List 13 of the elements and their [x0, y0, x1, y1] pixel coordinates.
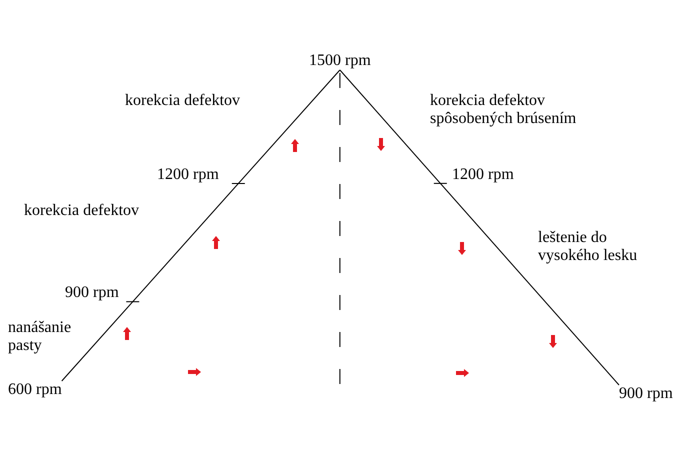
annotation-text: nanášanie pasty: [8, 319, 72, 355]
annotation-text: korekcia defektov: [125, 92, 240, 110]
annotation-text: korekcia defektov: [24, 202, 140, 220]
annotation-text: 1200 rpm: [452, 166, 514, 184]
annotation-text: leštenie do vysokého lesku: [538, 229, 638, 265]
annotation-text: 900 rpm: [65, 284, 119, 302]
annotation-text: 1200 rpm: [157, 166, 219, 184]
speed-label: 600 rpm: [8, 381, 62, 399]
slope-line: [61, 70, 340, 382]
speed-label: 900 rpm: [619, 385, 673, 403]
annotation-text: korekcia defektov spôsobených brúsením: [430, 92, 578, 128]
speed-label: 1500 rpm: [309, 52, 371, 70]
slope-line: [339, 70, 620, 386]
